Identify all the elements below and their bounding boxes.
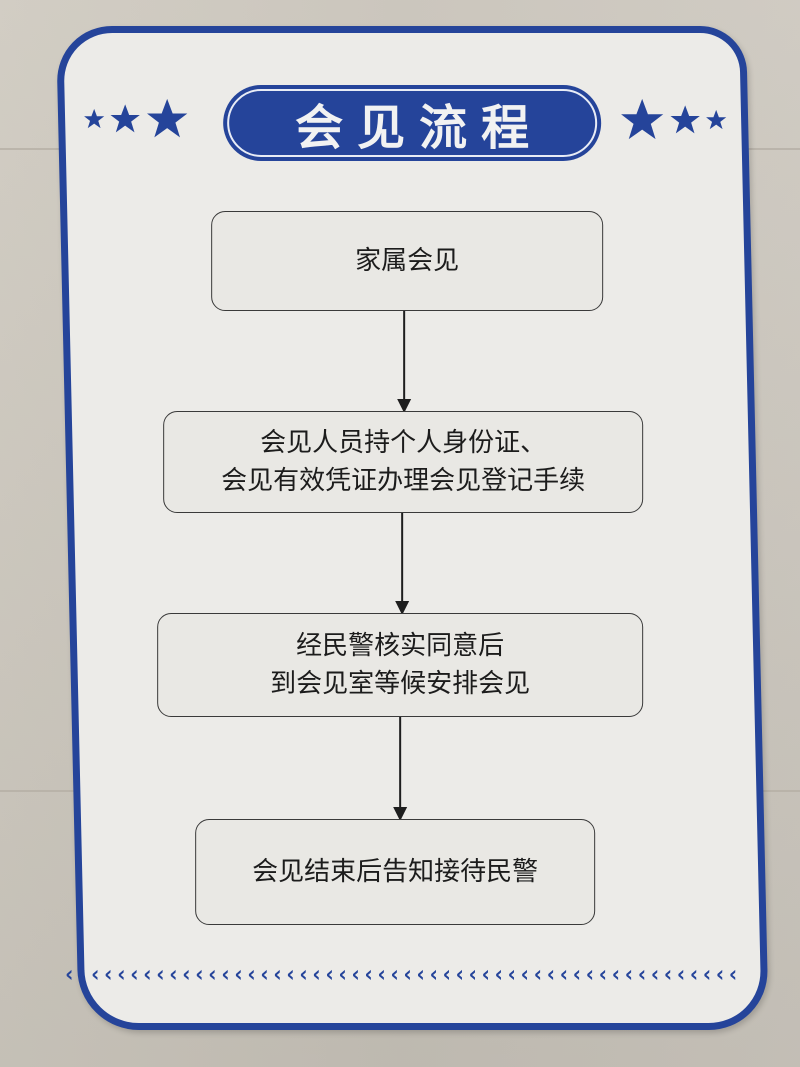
star-icon xyxy=(705,109,727,131)
chevron-left-icon: ‹ xyxy=(676,965,686,983)
chevron-left-icon: ‹ xyxy=(468,965,477,983)
chevron-left-icon: ‹ xyxy=(585,965,595,983)
chevron-left-icon: ‹ xyxy=(546,965,555,983)
star-icon xyxy=(669,104,701,136)
chevron-left-icon: ‹ xyxy=(624,965,634,983)
chevron-left-icon: ‹ xyxy=(338,965,347,983)
chevron-left-icon: ‹ xyxy=(130,965,139,983)
chevron-left-icon: ‹ xyxy=(702,965,712,983)
chevron-left-icon: ‹ xyxy=(533,965,542,983)
star-icon xyxy=(619,97,665,143)
chevron-left-icon: ‹ xyxy=(520,965,529,983)
chevron-left-icon: ‹ xyxy=(481,965,490,983)
chevron-left-icon: ‹ xyxy=(78,965,87,983)
step-3-line-2: 到会见室等候安排会见 xyxy=(270,669,531,699)
step-3-line-1: 经民警核实同意后 xyxy=(296,631,505,661)
flow-step-1: 家属会见 xyxy=(211,211,604,311)
chevron-left-icon: ‹ xyxy=(429,965,438,983)
chevron-left-icon: ‹ xyxy=(611,965,621,983)
chevron-left-icon: ‹ xyxy=(494,965,503,983)
chevron-left-icon: ‹ xyxy=(65,965,74,983)
sign-title: 会见流程 xyxy=(295,100,544,156)
chevron-left-icon: ‹ xyxy=(728,965,738,983)
arrow-down-icon xyxy=(401,513,404,613)
chevron-left-icon: ‹ xyxy=(403,965,412,983)
step-1-line-1: 家属会见 xyxy=(355,246,460,276)
chevron-left-icon: ‹ xyxy=(689,965,699,983)
chevron-left-icon: ‹ xyxy=(299,965,308,983)
chevron-left-icon: ‹ xyxy=(286,965,295,983)
chevron-left-icon: ‹ xyxy=(637,965,647,983)
chevron-left-icon: ‹ xyxy=(208,965,217,983)
flow-step-3: 经民警核实同意后 到会见室等候安排会见 xyxy=(157,613,644,717)
star-icon xyxy=(145,97,189,141)
chevron-left-icon: ‹ xyxy=(143,965,152,983)
chevron-left-icon: ‹ xyxy=(221,965,230,983)
step-4-line-1: 会见结束后告知接待民警 xyxy=(252,857,539,887)
left-stars xyxy=(83,97,189,141)
chevron-border-decoration: ‹‹‹‹‹‹‹‹‹‹‹‹‹‹‹‹‹‹‹‹‹‹‹‹‹‹‹‹‹‹‹‹‹‹‹‹‹‹‹‹… xyxy=(63,965,739,983)
chevron-left-icon: ‹ xyxy=(91,965,100,983)
chevron-left-icon: ‹ xyxy=(715,965,725,983)
chevron-left-icon: ‹ xyxy=(247,965,256,983)
step-2-line-2: 会见有效凭证办理会见登记手续 xyxy=(221,466,586,496)
chevron-left-icon: ‹ xyxy=(507,965,516,983)
chevron-left-icon: ‹ xyxy=(104,965,113,983)
chevron-left-icon: ‹ xyxy=(169,965,178,983)
chevron-left-icon: ‹ xyxy=(416,965,425,983)
chevron-left-icon: ‹ xyxy=(663,965,673,983)
arrow-down-icon xyxy=(403,311,406,411)
chevron-left-icon: ‹ xyxy=(390,965,399,983)
chevron-left-icon: ‹ xyxy=(117,965,126,983)
flow-step-2: 会见人员持个人身份证、 会见有效凭证办理会见登记手续 xyxy=(163,411,644,513)
step-2-line-1: 会见人员持个人身份证、 xyxy=(260,428,547,458)
chevron-left-icon: ‹ xyxy=(182,965,191,983)
title-banner: 会见流程 xyxy=(223,85,602,161)
flow-step-4: 会见结束后告知接待民警 xyxy=(195,819,596,925)
chevron-left-icon: ‹ xyxy=(156,965,165,983)
chevron-left-icon: ‹ xyxy=(559,965,568,983)
chevron-left-icon: ‹ xyxy=(455,965,464,983)
star-icon xyxy=(109,103,141,135)
arrow-down-icon xyxy=(399,717,402,819)
chevron-left-icon: ‹ xyxy=(650,965,660,983)
chevron-left-icon: ‹ xyxy=(273,965,282,983)
star-icon xyxy=(83,108,105,130)
meeting-process-sign: 会见流程 家属会见 会见人员持个人身份证、 会见有效凭证办理会见登记手续 xyxy=(56,26,769,1030)
chevron-left-icon: ‹ xyxy=(572,965,581,983)
chevron-left-icon: ‹ xyxy=(364,965,373,983)
chevron-left-icon: ‹ xyxy=(325,965,334,983)
chevron-left-icon: ‹ xyxy=(260,965,269,983)
chevron-left-icon: ‹ xyxy=(312,965,321,983)
chevron-left-icon: ‹ xyxy=(377,965,386,983)
chevron-left-icon: ‹ xyxy=(234,965,243,983)
chevron-left-icon: ‹ xyxy=(351,965,360,983)
chevron-left-icon: ‹ xyxy=(598,965,608,983)
right-stars xyxy=(619,97,727,143)
chevron-left-icon: ‹ xyxy=(195,965,204,983)
chevron-left-icon: ‹ xyxy=(442,965,451,983)
